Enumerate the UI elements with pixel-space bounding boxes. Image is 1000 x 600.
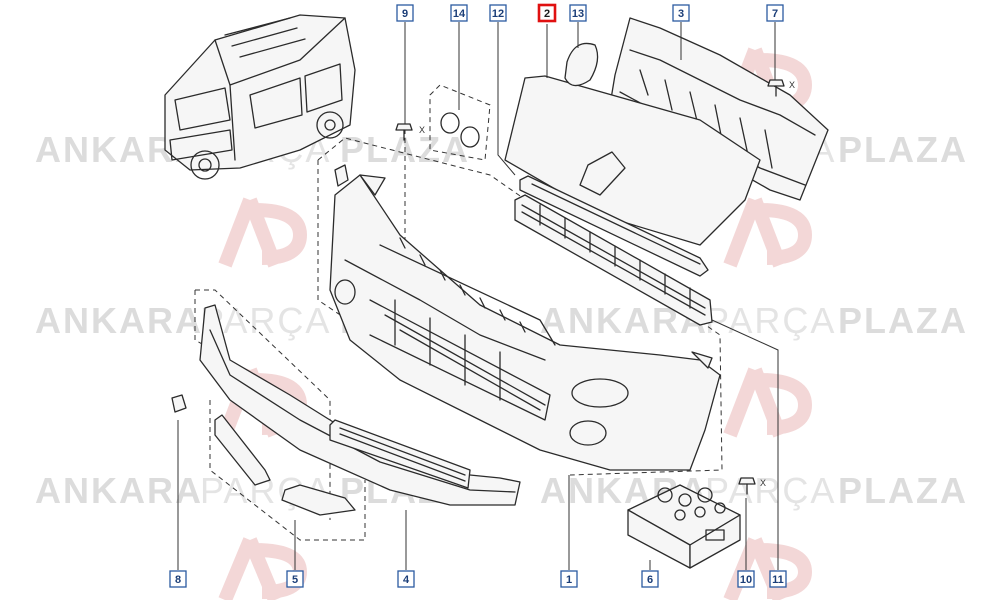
part-brackets bbox=[214, 414, 356, 516]
callout-number: 8 bbox=[175, 574, 181, 586]
callout-number: 11 bbox=[772, 574, 784, 586]
watermark-word3: PLAZA bbox=[838, 300, 968, 341]
part-round-plug bbox=[564, 42, 599, 87]
callout-box[interactable] bbox=[641, 570, 659, 588]
fastener-screw-9: X bbox=[395, 123, 425, 141]
callout-number: 9 bbox=[402, 8, 408, 20]
callout-11[interactable]: 11 bbox=[769, 570, 787, 588]
leader-lines bbox=[177, 22, 779, 570]
callout-7[interactable]: 7 bbox=[766, 4, 784, 22]
callout-box[interactable] bbox=[737, 570, 755, 588]
callout-box[interactable] bbox=[766, 4, 784, 22]
callout-number: 6 bbox=[647, 574, 653, 586]
watermark-word2: PARÇA bbox=[705, 300, 836, 341]
van-illustration bbox=[164, 14, 356, 180]
callout-12[interactable]: 12 bbox=[489, 4, 507, 22]
watermark-logo-bottom-right bbox=[723, 537, 813, 600]
part-ring-clips bbox=[440, 112, 480, 148]
callout-3[interactable]: 3 bbox=[672, 4, 690, 22]
callout-6[interactable]: 6 bbox=[641, 570, 659, 588]
callout-10[interactable]: 10 bbox=[737, 570, 755, 588]
callout-number: 12 bbox=[492, 8, 504, 20]
callout-9[interactable]: 9 bbox=[396, 4, 414, 22]
part-upper-cross-member bbox=[609, 17, 829, 201]
part-upper-grille-strip bbox=[519, 175, 709, 277]
callout-number: 14 bbox=[453, 8, 466, 20]
callout-1[interactable]: 1 bbox=[560, 570, 578, 588]
part-clips bbox=[171, 164, 713, 413]
callout-box[interactable] bbox=[537, 3, 557, 23]
part-front-bumper bbox=[329, 174, 721, 471]
watermark-word1: ANKARA bbox=[35, 300, 203, 341]
callout-box[interactable] bbox=[569, 4, 587, 22]
part-clip-kit-box bbox=[627, 484, 741, 569]
fastener-screw-10: X bbox=[738, 477, 766, 495]
fastener-x-label: X bbox=[760, 478, 766, 488]
callout-5[interactable]: 5 bbox=[286, 570, 304, 588]
watermark-logo-bottom-left bbox=[218, 537, 308, 600]
callout-number: 2 bbox=[544, 8, 550, 20]
callout-box[interactable] bbox=[286, 570, 304, 588]
callout-box[interactable] bbox=[397, 570, 415, 588]
callout-4[interactable]: 4 bbox=[397, 570, 415, 588]
callout-number: 1 bbox=[566, 574, 572, 586]
fastener-x-label: X bbox=[419, 125, 425, 135]
callout-2[interactable]: 2 bbox=[537, 3, 557, 23]
watermark-logo-mid-left bbox=[218, 197, 308, 268]
callout-14[interactable]: 14 bbox=[450, 4, 468, 22]
fastener-x-label: X bbox=[789, 80, 795, 90]
part-lower-grille-insert bbox=[329, 419, 471, 489]
callout-box[interactable] bbox=[489, 4, 507, 22]
part-panel bbox=[504, 75, 761, 246]
callout-number: 7 bbox=[772, 8, 778, 20]
callout-13[interactable]: 13 bbox=[569, 4, 587, 22]
watermark-word3: PLAZA bbox=[838, 129, 968, 170]
fastener-screw-7: X bbox=[767, 79, 795, 97]
callout-number: 10 bbox=[740, 574, 752, 586]
callout-box[interactable] bbox=[169, 570, 187, 588]
callout-number: 13 bbox=[572, 8, 584, 20]
callout-number: 5 bbox=[292, 574, 298, 586]
watermark-logo-mid-right bbox=[723, 197, 813, 268]
watermark-word3: PLAZA bbox=[838, 470, 968, 511]
callout-labels: 9 14 12 2 13 3 7 8 5 4 1 6 10 11 bbox=[169, 3, 787, 588]
part-grille bbox=[514, 194, 713, 326]
callout-box[interactable] bbox=[672, 4, 690, 22]
callout-box[interactable] bbox=[450, 4, 468, 22]
watermark-logo-low-right bbox=[723, 367, 813, 438]
callout-box[interactable] bbox=[396, 4, 414, 22]
callout-box[interactable] bbox=[769, 570, 787, 588]
callout-box[interactable] bbox=[560, 570, 578, 588]
callout-number: 3 bbox=[678, 8, 684, 20]
callout-8[interactable]: 8 bbox=[169, 570, 187, 588]
watermark-word2: PARÇA bbox=[705, 470, 836, 511]
watermark-word1: ANKARA bbox=[35, 470, 203, 511]
callout-number: 4 bbox=[403, 574, 410, 586]
